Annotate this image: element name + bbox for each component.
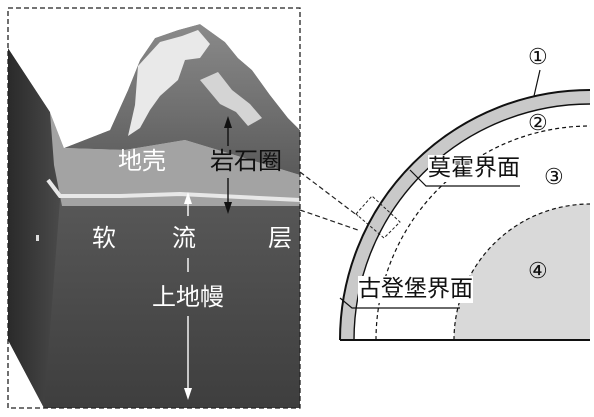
asthenosphere-dashed-line (375, 125, 591, 341)
label-4: ④ (528, 259, 548, 284)
outer-core-region (454, 204, 590, 340)
label-1-leader (533, 69, 541, 97)
outer-surface-line (339, 89, 591, 341)
asthenosphere-label-char-3: 层 (268, 224, 292, 252)
label-2: ② (528, 111, 548, 136)
left-edge-mark (36, 235, 39, 241)
mountain-ridge-highlight (200, 72, 262, 126)
lithosphere-arrow (224, 116, 232, 214)
asthenosphere-label-char-2: 流 (172, 224, 196, 252)
moho-label: 莫霍界面 (428, 155, 520, 182)
sky-area (8, 8, 300, 148)
upper-mantle-label: 上地幔 (152, 283, 224, 311)
label-3: ③ (544, 165, 564, 190)
crust-label: 地壳 (118, 147, 166, 175)
mantle-block-body (8, 48, 300, 408)
mountain-snow (128, 30, 210, 136)
label-1: ① (528, 45, 548, 70)
gutenberg-boundary-line (453, 203, 591, 341)
mountain-range (64, 24, 300, 175)
upper-mantle-arrow (184, 192, 192, 400)
block-frame (7, 7, 301, 409)
lithosphere-label: 岩石圈 (210, 147, 282, 175)
earth-layers-section (339, 69, 591, 341)
gutenberg-leader (339, 297, 460, 309)
asthenosphere-label-char-1: 软 (92, 224, 116, 252)
crust-block-diagram (7, 7, 301, 409)
crust-boundary-band (46, 178, 301, 202)
gutenberg-label: 古登堡界面 (358, 276, 473, 303)
zoom-connector-lines (299, 171, 359, 231)
crust-layer (50, 112, 300, 206)
block-side-face (8, 48, 60, 408)
zoom-box (355, 195, 401, 239)
moho-leader (409, 169, 520, 187)
